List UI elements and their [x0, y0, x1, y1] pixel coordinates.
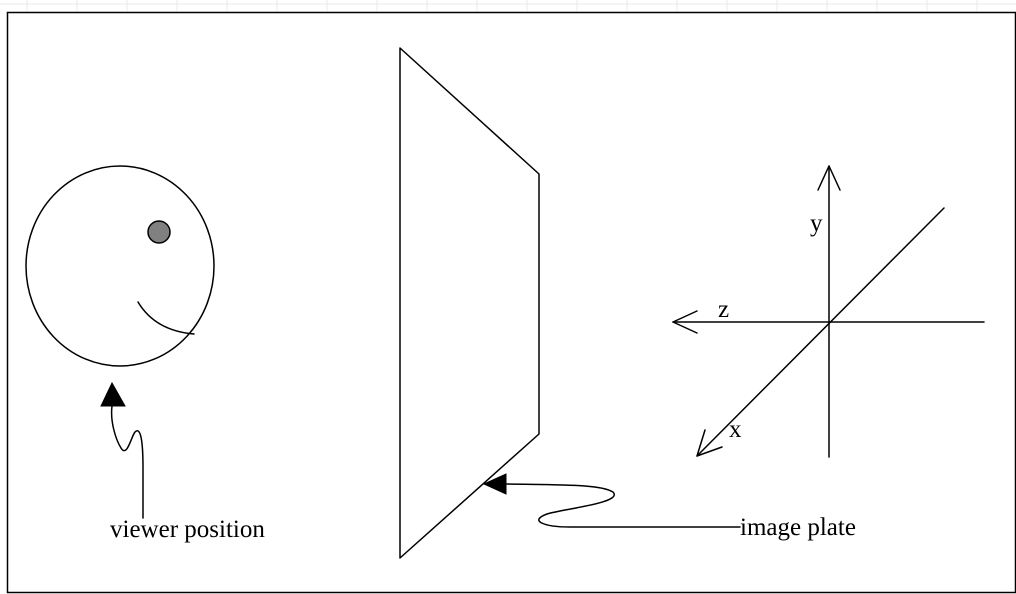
viewer-smile	[137, 301, 195, 335]
top-tick-strip	[0, 0, 1016, 11]
z-axis-arrowhead	[672, 310, 698, 334]
x-axis-line	[696, 207, 945, 457]
coordinate-axes: y z x	[672, 165, 985, 458]
x-axis-label: x	[729, 416, 742, 443]
image-plate-label: image plate	[740, 514, 856, 541]
x-axis-arrowhead	[696, 429, 723, 457]
viewer-face	[25, 165, 215, 367]
viewer-position-label: viewer position	[110, 516, 265, 543]
y-axis-label: y	[810, 210, 823, 237]
image-plate-pointer-arrow	[482, 473, 741, 528]
viewer-pointer-arrow	[100, 381, 144, 519]
diagram-frame	[6, 11, 1016, 594]
image-plate	[399, 47, 540, 559]
viewer-head	[25, 165, 215, 367]
y-axis-arrowhead	[817, 165, 841, 191]
viewer-eye	[147, 220, 171, 244]
viewer-arrowhead	[100, 381, 126, 407]
image-plate-arrowhead	[482, 473, 507, 495]
z-axis-label: z	[718, 296, 729, 323]
